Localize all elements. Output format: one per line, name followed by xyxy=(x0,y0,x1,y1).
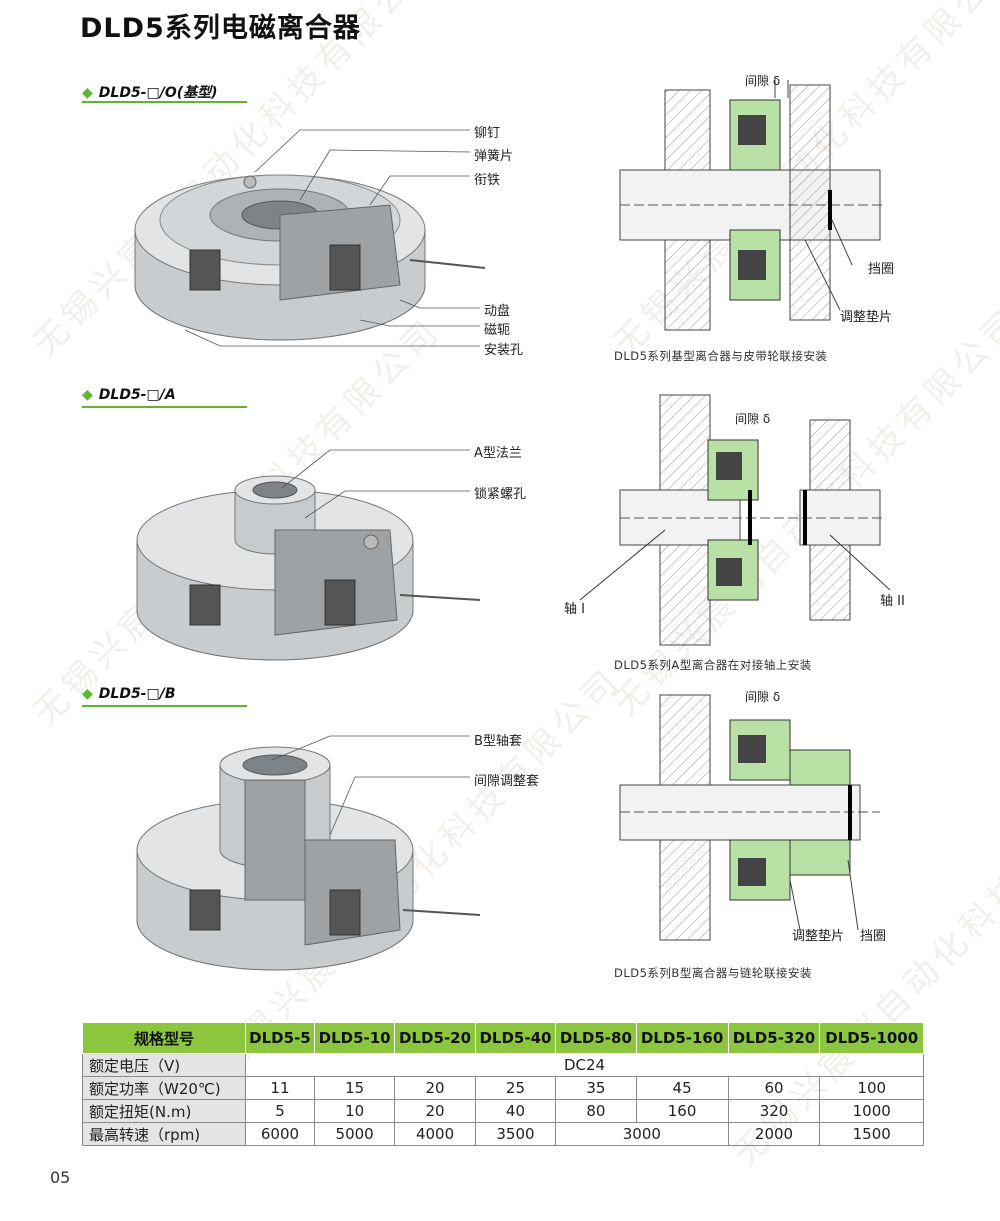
diagram-label-retaining-ring: 挡圈 xyxy=(868,262,895,277)
clutch-b-illustration xyxy=(136,746,481,971)
leader-lines-base xyxy=(184,129,480,347)
table-cell: 25 xyxy=(474,1076,557,1100)
table-header-model: DLD5-160 xyxy=(635,1022,729,1054)
table-header-spec: 规格型号 xyxy=(82,1022,246,1054)
table-cell: 160 xyxy=(635,1099,729,1123)
diamond-bullet-icon: ◆ xyxy=(82,85,93,101)
diagram-label-shim: 调整垫片 xyxy=(840,310,893,325)
section-heading-b: ◆DLD5-□/B xyxy=(82,686,247,707)
section-underline xyxy=(82,101,247,103)
table-cell: 45 xyxy=(635,1076,729,1100)
table-header-model: DLD5-10 xyxy=(313,1022,396,1054)
leader-lines-a xyxy=(281,449,470,519)
table-cell: 5000 xyxy=(313,1122,396,1146)
table-cell: 1500 xyxy=(819,1122,924,1146)
section-underline xyxy=(82,705,247,707)
diagram-label-gap: 间隙 δ xyxy=(735,412,771,426)
installation-diagram-base xyxy=(619,80,885,331)
diagram-label-gap: 间隙 δ xyxy=(745,690,781,704)
part-label-rotor: 动盘 xyxy=(484,304,511,319)
page-title: DLD5系列电磁离合器 xyxy=(80,13,361,44)
clutch-base-illustration xyxy=(134,174,486,341)
part-label-yoke: 磁轭 xyxy=(484,323,511,338)
table-row-label: 额定功率（W20℃) xyxy=(82,1076,246,1100)
table-row-label: 额定电压（V) xyxy=(82,1053,246,1077)
diagram-label-gap: 间隙 δ xyxy=(745,74,781,88)
diagram-caption-a: DLD5系列A型离合器在对接轴上安装 xyxy=(614,658,812,672)
table-cell: 2000 xyxy=(727,1122,821,1146)
diagram-label-shaft-1: 轴 I xyxy=(564,602,585,617)
diagram-label-retaining-ring: 挡圈 xyxy=(860,929,887,944)
diamond-bullet-icon: ◆ xyxy=(82,686,93,702)
table-cell: 20 xyxy=(394,1076,476,1100)
table-header-model: DLD5-20 xyxy=(394,1022,476,1054)
diagram-label-shaft-2: 轴 II xyxy=(880,594,905,609)
part-label-locking-hole: 锁紧螺孔 xyxy=(474,487,527,502)
diamond-bullet-icon: ◆ xyxy=(82,387,93,403)
table-cell: 1000 xyxy=(819,1099,924,1123)
diagram-caption-b: DLD5系列B型离合器与链轮联接安装 xyxy=(614,966,812,980)
clutch-a-illustration xyxy=(136,475,481,661)
installation-diagram-b xyxy=(619,694,880,941)
table-cell: 80 xyxy=(555,1099,637,1123)
table-cell: 5 xyxy=(245,1099,315,1123)
part-label-mounting-hole: 安装孔 xyxy=(484,343,524,358)
table-cell: 40 xyxy=(474,1099,557,1123)
table-cell: 11 xyxy=(245,1076,315,1100)
table-row-label: 最高转速（rpm) xyxy=(82,1122,246,1146)
part-label-rivet: 铆钉 xyxy=(474,126,501,141)
part-label-spring-plate: 弹簧片 xyxy=(474,149,514,164)
diagram-caption-base: DLD5系列基型离合器与皮带轮联接安装 xyxy=(614,349,828,363)
table-cell: 15 xyxy=(313,1076,396,1100)
part-label-armature: 衔铁 xyxy=(474,173,501,188)
page-number: 05 xyxy=(50,1168,71,1187)
table-cell: 35 xyxy=(555,1076,637,1100)
table-row-label: 额定扭矩(N.m) xyxy=(82,1099,246,1123)
part-label-b-sleeve: B型轴套 xyxy=(474,734,522,749)
leader-lines-b xyxy=(271,735,470,836)
table-cell: 20 xyxy=(394,1099,476,1123)
table-row: 额定电压（V)DC24 xyxy=(82,1053,924,1077)
diagram-label-shim: 调整垫片 xyxy=(792,929,845,944)
table-cell: 60 xyxy=(727,1076,821,1100)
table-cell: DC24 xyxy=(245,1053,924,1077)
table-header-model: DLD5-1000 xyxy=(819,1022,924,1054)
part-label-a-flange: A型法兰 xyxy=(474,446,522,461)
table-cell: 3000 xyxy=(555,1122,729,1146)
section-heading-base: ◆DLD5-□/O(基型) xyxy=(82,82,247,103)
table-cell: 10 xyxy=(313,1099,396,1123)
table-cell: 4000 xyxy=(394,1122,476,1146)
table-cell: 100 xyxy=(819,1076,924,1100)
table-header-model: DLD5-40 xyxy=(474,1022,557,1054)
table-header-model: DLD5-5 xyxy=(245,1022,315,1054)
table-header-model: DLD5-80 xyxy=(555,1022,637,1054)
section-heading-a: ◆DLD5-□/A xyxy=(82,387,247,408)
table-cell: 3500 xyxy=(474,1122,557,1146)
part-label-gap-adjust-sleeve: 间隙调整套 xyxy=(474,774,540,789)
installation-diagram-a xyxy=(579,394,891,646)
table-cell: 320 xyxy=(727,1099,821,1123)
table-cell: 6000 xyxy=(245,1122,315,1146)
table-header-model: DLD5-320 xyxy=(727,1022,821,1054)
section-underline xyxy=(82,406,247,408)
